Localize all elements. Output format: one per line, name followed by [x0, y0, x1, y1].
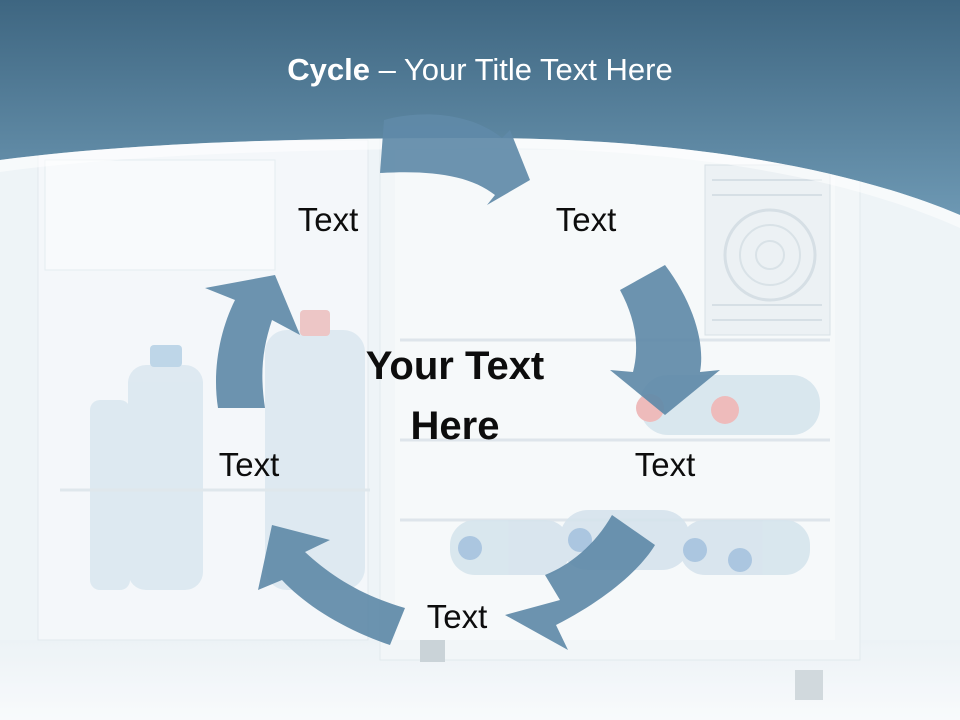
- cycle-label-right: Text: [634, 446, 696, 483]
- center-line-2: Here: [410, 404, 500, 448]
- center-line-1: Your Text: [365, 344, 545, 388]
- cycle-arrow-bottom-right: [505, 515, 655, 650]
- cycle-label-left: Text: [218, 446, 280, 483]
- cycle-arrow-top: [380, 114, 530, 205]
- center-text: Your Text Here: [305, 336, 605, 456]
- cycle-label-top-left: Text: [297, 201, 359, 238]
- cycle-label-top-right: Text: [555, 201, 617, 238]
- cycle-arrow-right: [610, 265, 720, 415]
- cycle-label-bottom: Text: [426, 598, 488, 635]
- cycle-arrow-left: [205, 275, 300, 408]
- title-bold: Cycle: [287, 52, 370, 87]
- title-rest: – Your Title Text Here: [370, 52, 673, 87]
- slide-title: Cycle – Your Title Text Here: [0, 52, 960, 88]
- cycle-arrow-bottom-left: [258, 525, 405, 645]
